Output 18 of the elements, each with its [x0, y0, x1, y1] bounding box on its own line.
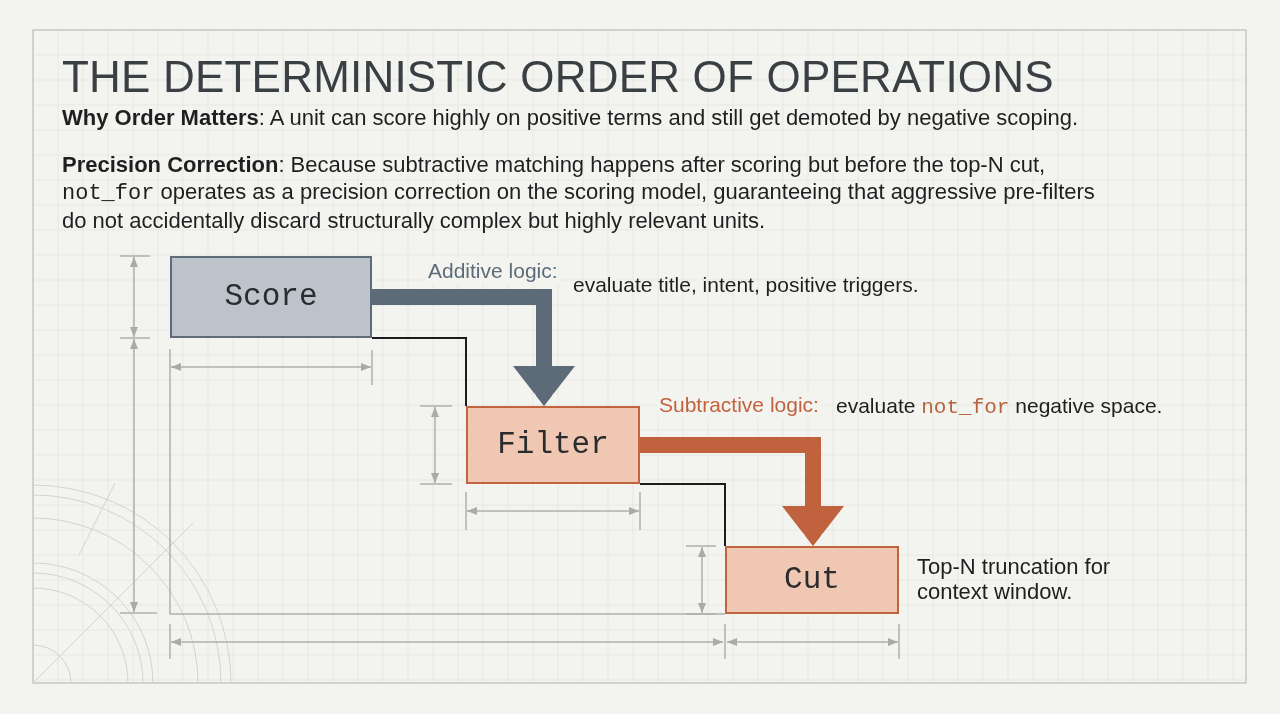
title: THE DETERMINISTIC ORDER OF OPERATIONS — [62, 55, 1054, 99]
step-label: Cut — [784, 562, 840, 598]
process-box — [466, 406, 640, 484]
process-box — [170, 256, 372, 338]
connector-line — [371, 337, 467, 407]
process-box — [725, 546, 899, 614]
step-note: Top-N truncation for context window. — [917, 554, 1112, 604]
step-label: Score — [224, 279, 318, 315]
edge-label: Subtractive logic: — [657, 392, 821, 418]
flow-arrow — [640, 437, 844, 546]
flow-arrow — [372, 289, 575, 406]
paragraph: Why Order Matters: A unit can score highly on positive terms and still get demoted by negative scoping. — [62, 104, 1080, 131]
edge-label: Additive logic: — [426, 258, 560, 284]
paragraph: Precision Correction: Because subtractive matching happens after scoring but before the top-N cut, not_for operates as a precision correction on the scoring model, guaranteeing that aggressive pre-filters do not accidentally discard structurally complex but highly relevant units. — [62, 151, 1096, 234]
annotation-text: evaluate title, intent, positive triggers. — [573, 272, 920, 298]
connector-line — [639, 483, 726, 547]
annotation-text: evaluate not_for negative space. — [836, 393, 1164, 421]
step-label: Filter — [497, 427, 609, 463]
